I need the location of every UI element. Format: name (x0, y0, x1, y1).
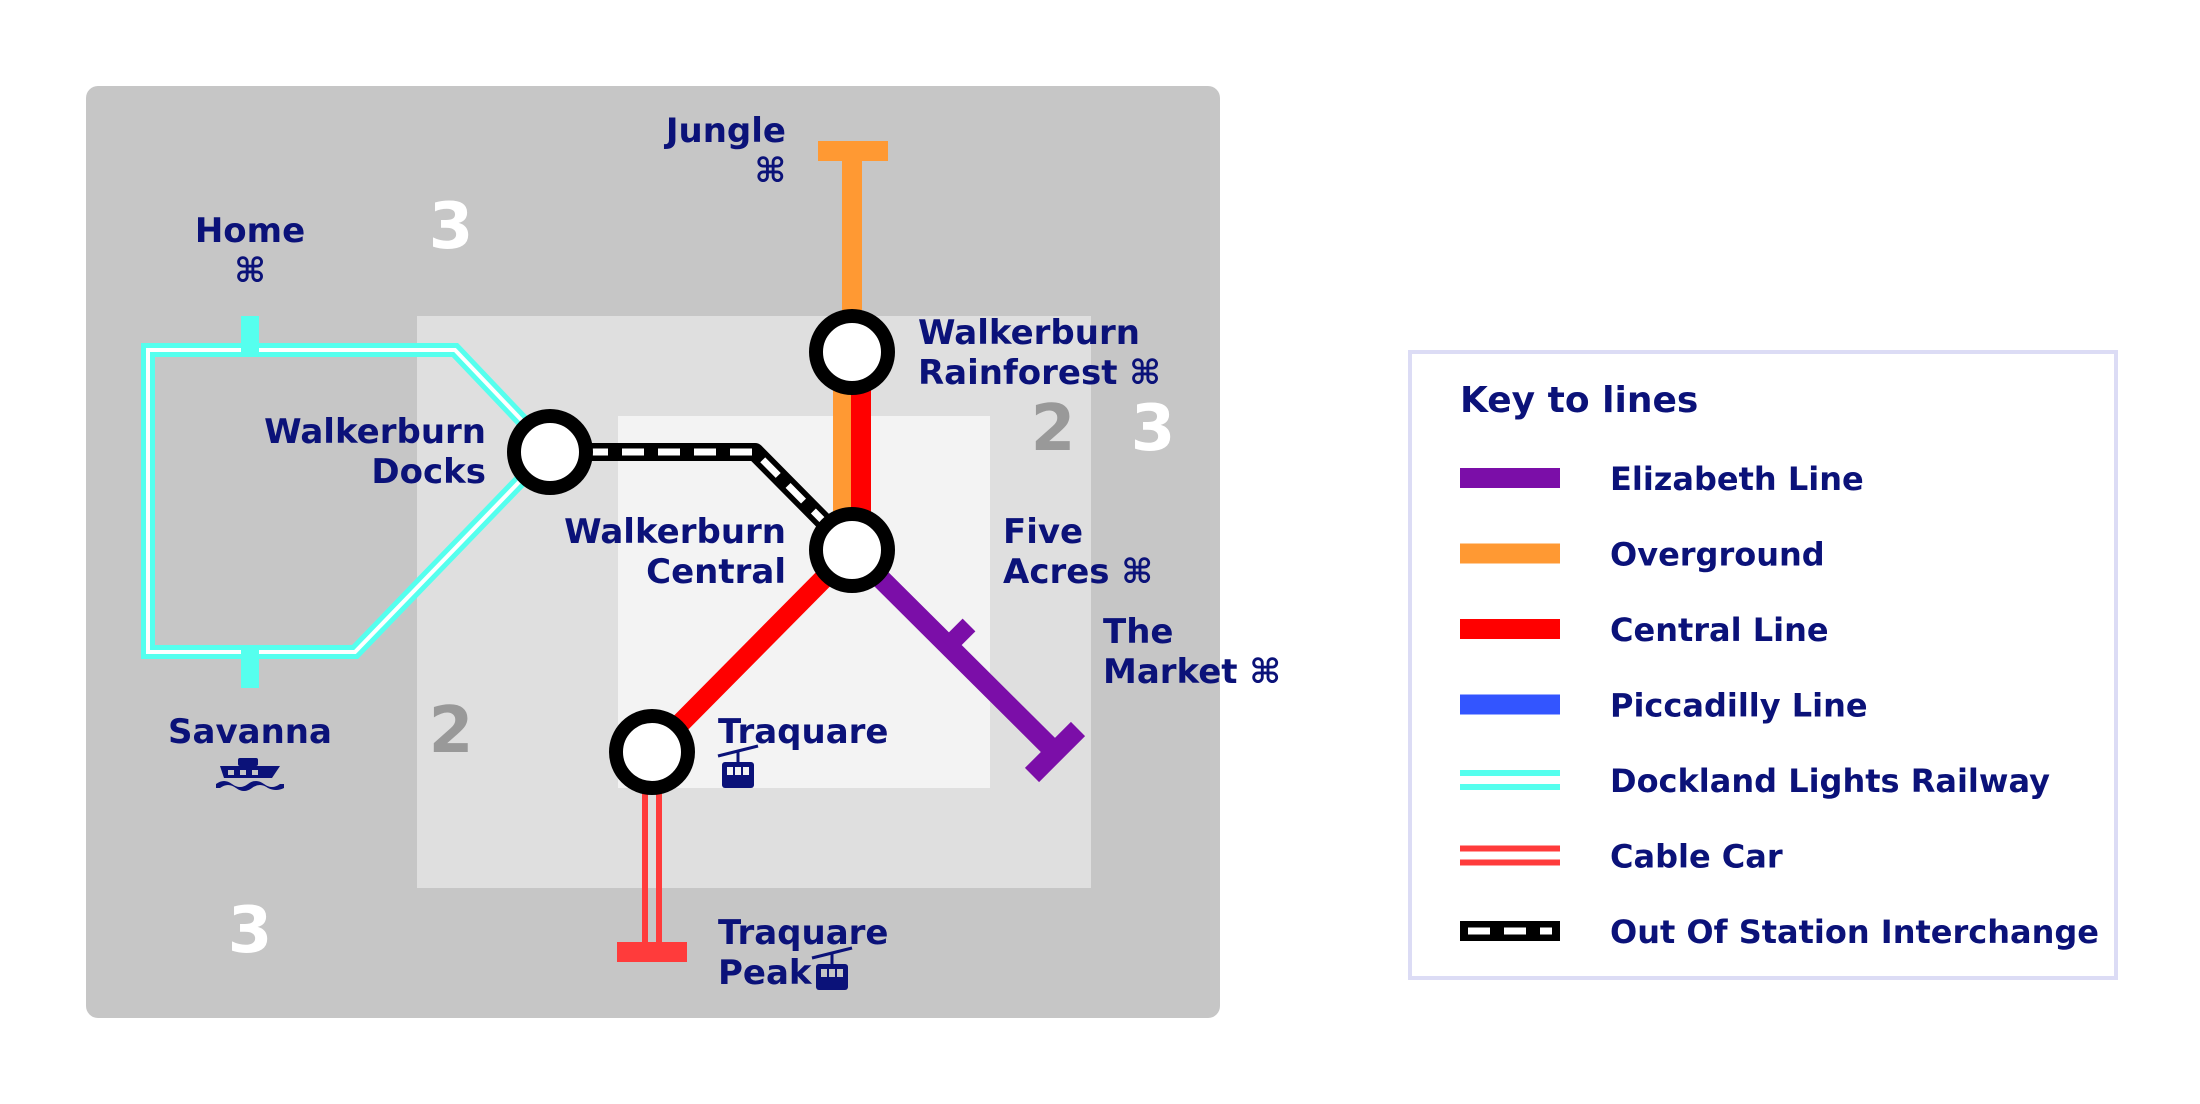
label-five-acres-2[interactable]: Acres ⌘ (1003, 552, 1153, 592)
label-home[interactable]: Home (195, 211, 305, 251)
legend-item: Cable Car (1460, 838, 1783, 876)
dlr-line (141, 316, 556, 688)
zone-number-3-bottom: 3 (228, 894, 273, 968)
label-traquare-peak-1[interactable]: Traquare (718, 913, 888, 953)
savanna-station-tick (241, 646, 259, 688)
elizabeth-line (844, 542, 1086, 783)
legend-label: Overground (1610, 536, 1825, 574)
station-walkerburn-rainforest[interactable] (809, 309, 895, 395)
legend-item: Elizabeth Line (1460, 460, 1864, 498)
legend-item: Central Line (1460, 611, 1829, 649)
home-interchange-glyph: ⌘ (234, 251, 266, 291)
cable-car-icon (811, 946, 853, 990)
label-walkerburn-docks-1[interactable]: Walkerburn (264, 412, 486, 452)
legend-item: Dockland Lights Railway (1460, 762, 2050, 800)
zone-number-3-right: 3 (1131, 392, 1176, 466)
label-traquare[interactable]: Traquare (718, 712, 888, 752)
label-five-acres-1[interactable]: Five (1003, 512, 1083, 552)
jungle-terminus-bar (818, 141, 888, 161)
label-traquare-peak-2[interactable]: Peak (718, 953, 813, 993)
cable-car-icon (717, 744, 759, 788)
zone-number-3-top: 3 (429, 190, 474, 264)
legend-title: Key to lines (1460, 380, 1698, 421)
home-station-tick (241, 316, 259, 356)
legend-label: Out Of Station Interchange (1610, 913, 2099, 951)
legend-swatch (1460, 770, 1560, 790)
label-walkerburn-central-1[interactable]: Walkerburn (564, 512, 786, 552)
legend-label: Cable Car (1610, 838, 1783, 876)
station-walkerburn-docks[interactable] (507, 409, 593, 495)
legend-item: Out Of Station Interchange (1460, 913, 2099, 951)
station-walkerburn-central[interactable] (809, 507, 895, 593)
label-walkerburn-docks-2[interactable]: Docks (371, 452, 486, 492)
legend-frame (1408, 350, 2118, 980)
label-savanna[interactable]: Savanna (168, 712, 332, 752)
station-traquare[interactable] (609, 709, 695, 795)
zone-number-2-right: 2 (1031, 392, 1076, 466)
legend-label: Elizabeth Line (1610, 460, 1864, 498)
label-walkerburn-rainforest-2[interactable]: Rainforest ⌘ (918, 353, 1161, 393)
legend-label: Central Line (1610, 611, 1829, 649)
label-jungle[interactable]: Jungle (664, 111, 786, 151)
legend-label: Piccadilly Line (1610, 687, 1868, 725)
traquare-peak-terminus-bar (617, 942, 687, 962)
legend-item: Overground (1460, 536, 1825, 574)
legend-swatch (1460, 845, 1560, 866)
legend-item: Piccadilly Line (1460, 687, 1868, 725)
label-the-market-2[interactable]: Market ⌘ (1103, 652, 1281, 692)
label-the-market-1[interactable]: The (1103, 612, 1173, 652)
label-walkerburn-central-2[interactable]: Central (646, 552, 786, 592)
legend-label: Dockland Lights Railway (1610, 762, 2050, 800)
out-of-station-interchange (550, 443, 859, 557)
jungle-interchange-glyph: ⌘ (754, 151, 786, 191)
label-walkerburn-rainforest-1[interactable]: Walkerburn (918, 313, 1140, 353)
legend: Key to lines Elizabeth LineOvergroundCen… (1408, 350, 2118, 980)
boat-icon (216, 758, 284, 791)
zone-number-2-left: 2 (429, 694, 474, 768)
